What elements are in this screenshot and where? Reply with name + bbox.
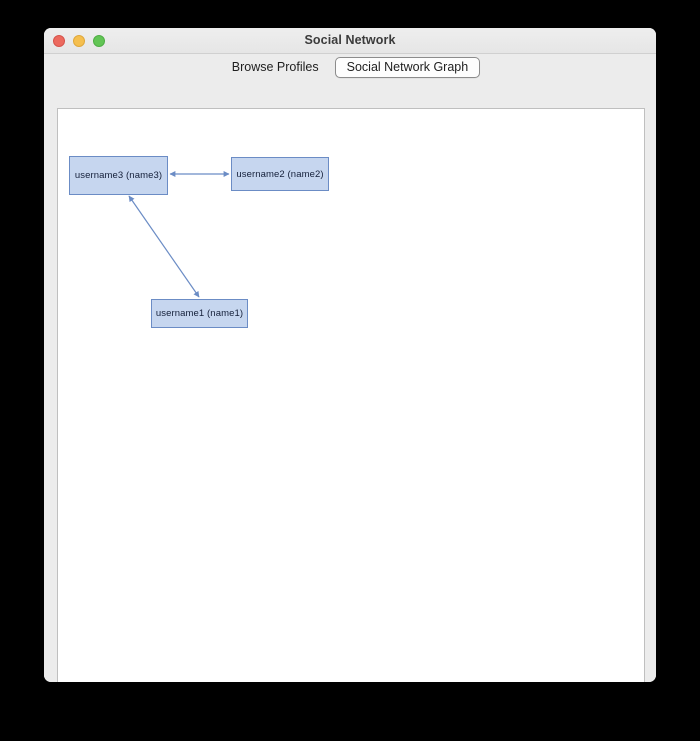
traffic-light-buttons (53, 35, 105, 47)
graph-node-username3[interactable]: username3 (name3) (69, 156, 168, 195)
minimize-window-button[interactable] (73, 35, 85, 47)
tab-bar: Browse Profiles Social Network Graph (44, 54, 656, 81)
graph-node-username2[interactable]: username2 (name2) (231, 157, 329, 191)
graph-node-label: username3 (name3) (74, 170, 163, 181)
graph-node-label: username1 (name1) (155, 308, 244, 319)
window-title: Social Network (304, 33, 396, 47)
content-area: username3 (name3) username2 (name2) user… (44, 80, 656, 682)
graph-node-username1[interactable]: username1 (name1) (151, 299, 248, 328)
tab-group: Browse Profiles Social Network Graph (220, 56, 481, 78)
edge-username3-username1 (128, 195, 200, 298)
tab-social-network-graph[interactable]: Social Network Graph (334, 56, 481, 78)
maximize-window-button[interactable] (93, 35, 105, 47)
social-network-graph-canvas[interactable]: username3 (name3) username2 (name2) user… (57, 108, 645, 682)
title-bar: Social Network (44, 28, 656, 54)
graph-node-label: username2 (name2) (236, 168, 324, 180)
close-window-button[interactable] (53, 35, 65, 47)
application-window: Social Network Browse Profiles Social Ne… (44, 28, 656, 682)
tab-browse-profiles[interactable]: Browse Profiles (231, 59, 319, 74)
